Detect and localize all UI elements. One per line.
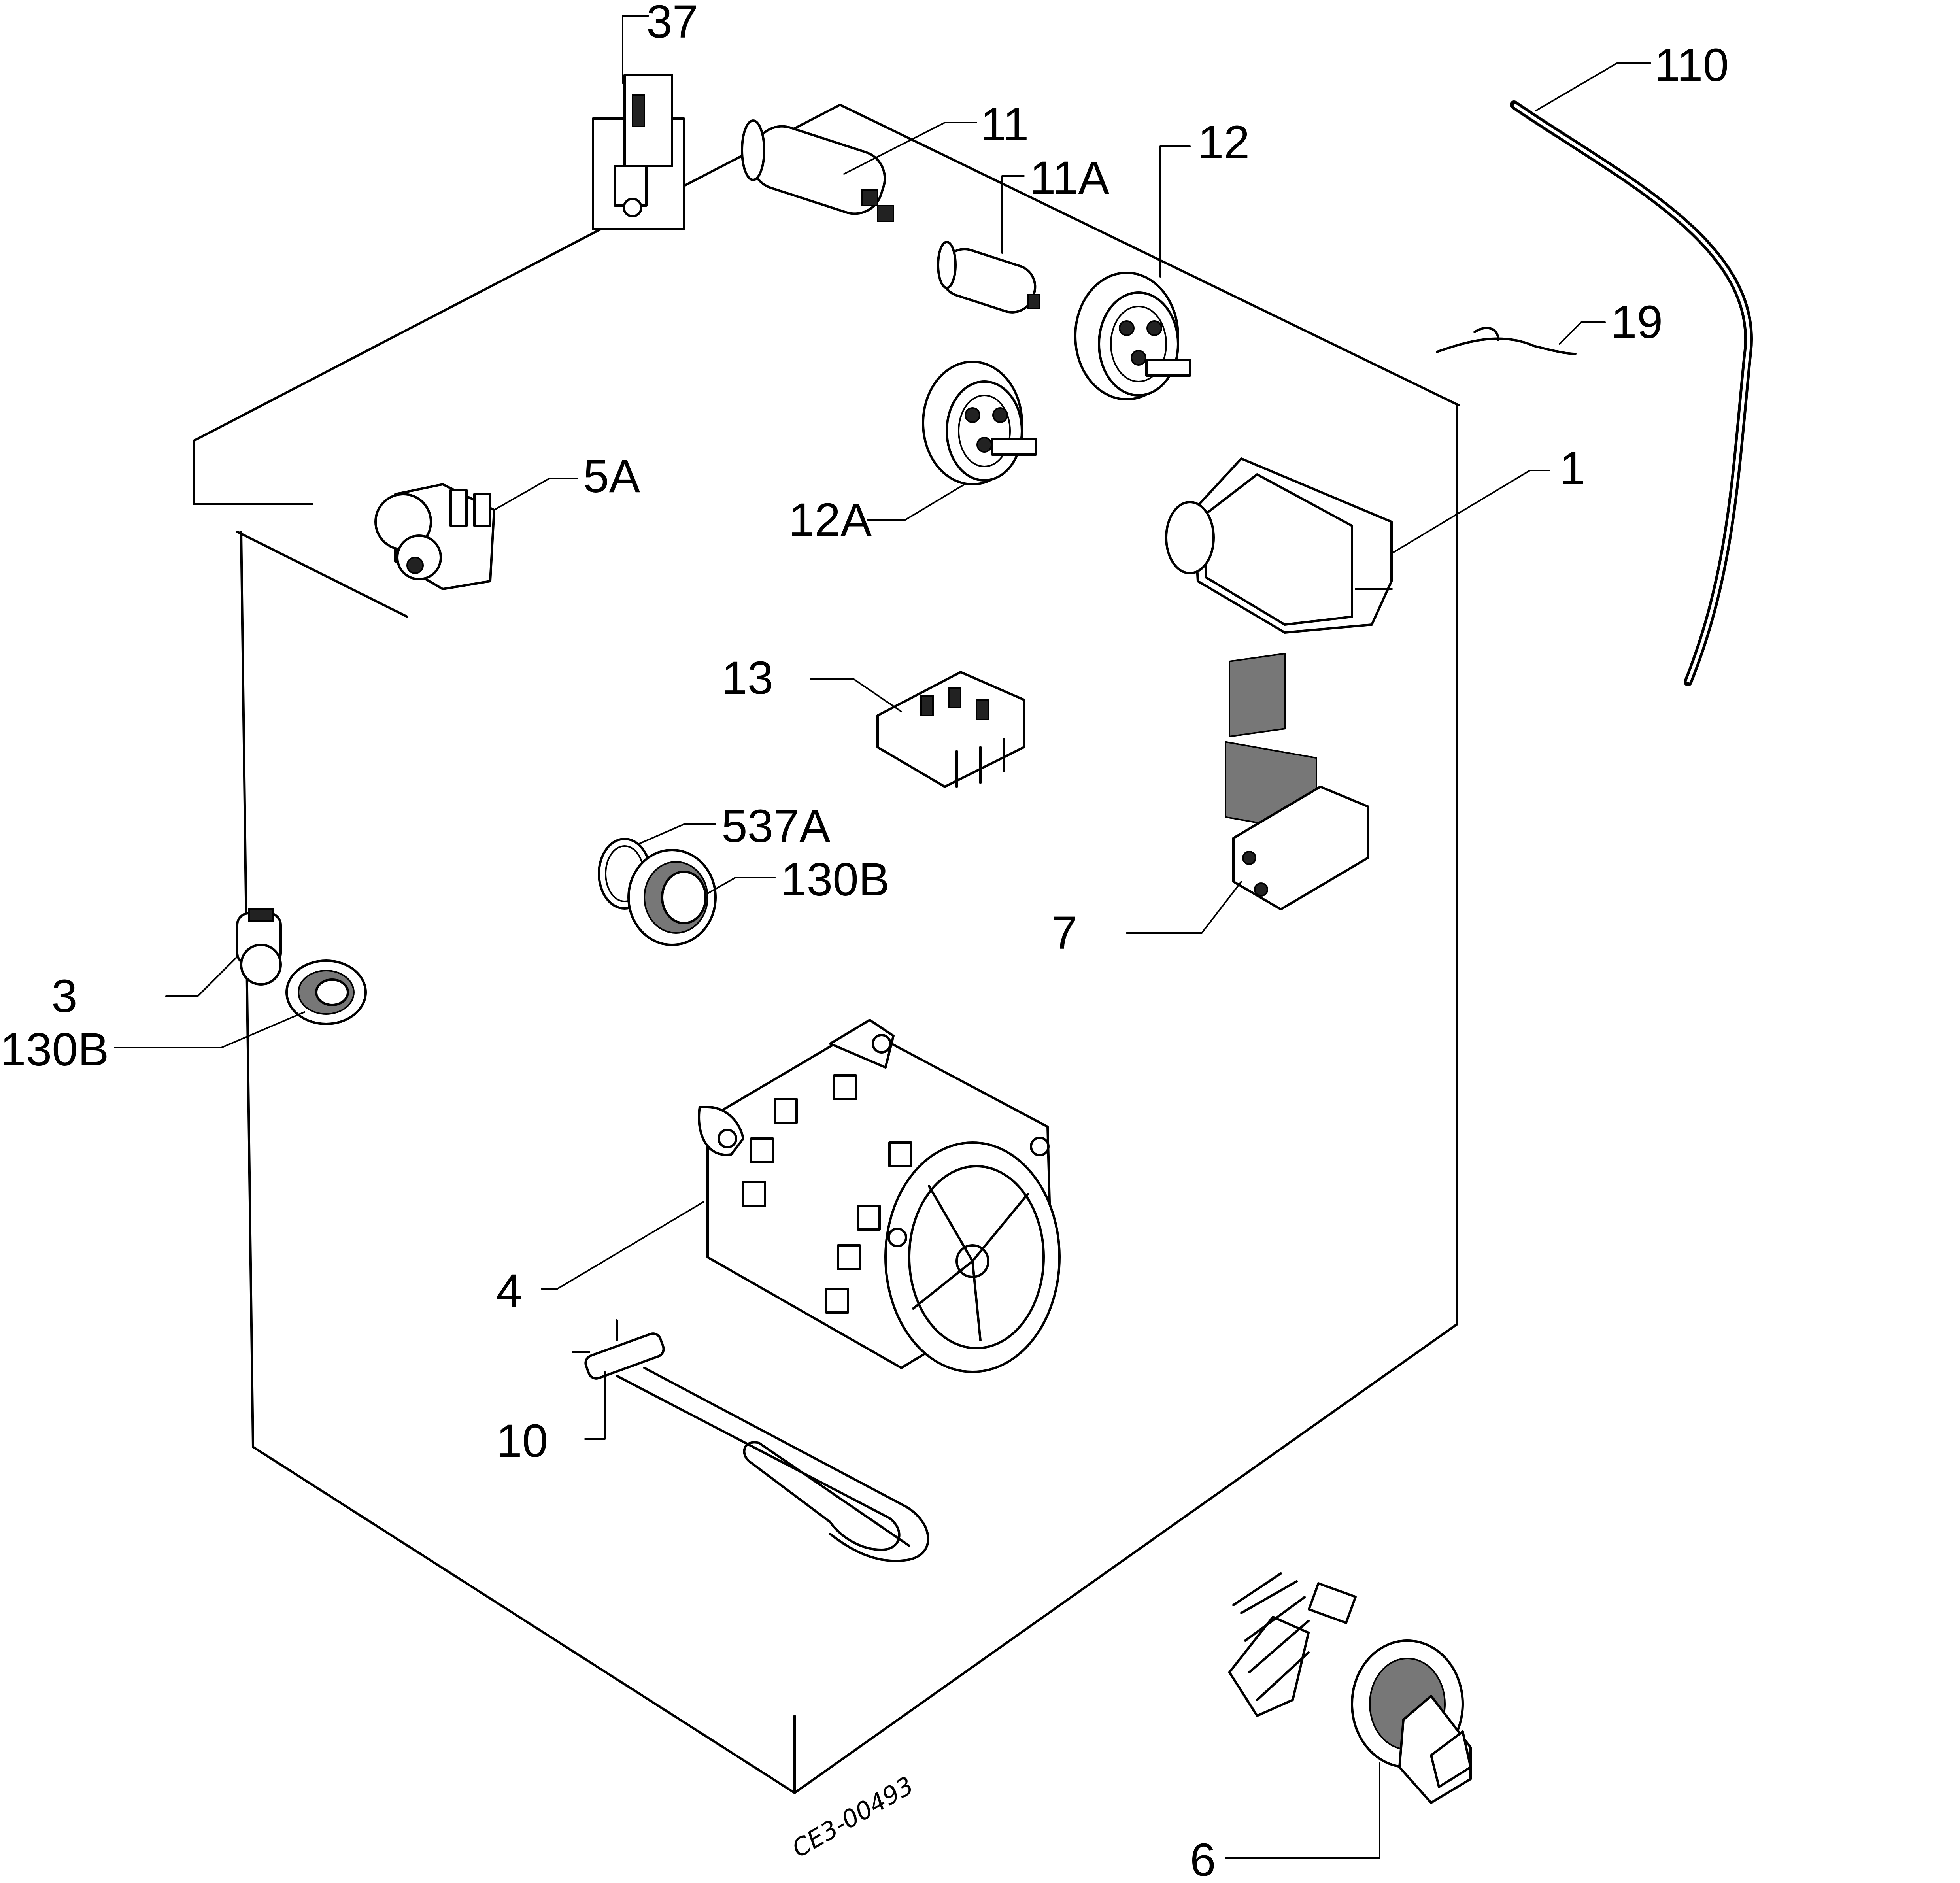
label-12a: 12A: [789, 494, 872, 546]
label-130b-left: 130B: [0, 1024, 109, 1076]
part-130b-left-grommet: [114, 959, 367, 1048]
label-37: 37: [646, 0, 698, 48]
callout-labels: 37 11 11A 12 110 19 1 5A 12A 13 537A 130…: [0, 0, 1729, 1883]
part-12a-pressure-switch: [867, 361, 1037, 521]
part-10-heating-element: [572, 1319, 929, 1562]
label-130b-mid: 130B: [781, 854, 890, 906]
label-19: 19: [1611, 296, 1663, 348]
label-7: 7: [1052, 907, 1078, 959]
part-4-motor: [541, 1019, 1061, 1373]
label-13: 13: [721, 652, 773, 704]
label-12: 12: [1198, 116, 1250, 168]
part-37-bracket: [592, 15, 685, 230]
part-7-door-lock: [1126, 652, 1369, 934]
label-11: 11: [980, 98, 1029, 151]
part-130b-mid-grommet: [627, 849, 776, 946]
label-1: 1: [1560, 442, 1586, 495]
part-3-thermostat: [165, 908, 282, 997]
label-5a: 5A: [583, 450, 640, 502]
part-1-timer: [1165, 457, 1550, 834]
label-4: 4: [496, 1265, 522, 1317]
label-6: 6: [1190, 1834, 1216, 1883]
part-5a-valve: [374, 478, 578, 590]
part-12-pressure-switch: [1074, 145, 1191, 400]
part-6-pump: [1225, 1572, 1472, 1859]
label-537a: 537A: [721, 800, 831, 852]
part-11a-capacitor: [937, 175, 1040, 314]
part-110-hose: [1510, 62, 1753, 686]
label-11a: 11A: [1030, 152, 1109, 204]
part-19-clip: [1436, 321, 1606, 355]
label-110: 110: [1654, 39, 1729, 91]
part-11-capacitor: [741, 119, 977, 222]
cabinet-outline: [193, 104, 1460, 1794]
label-3: 3: [51, 970, 77, 1022]
label-10: 10: [496, 1415, 548, 1467]
part-13-switch: [810, 671, 1025, 788]
